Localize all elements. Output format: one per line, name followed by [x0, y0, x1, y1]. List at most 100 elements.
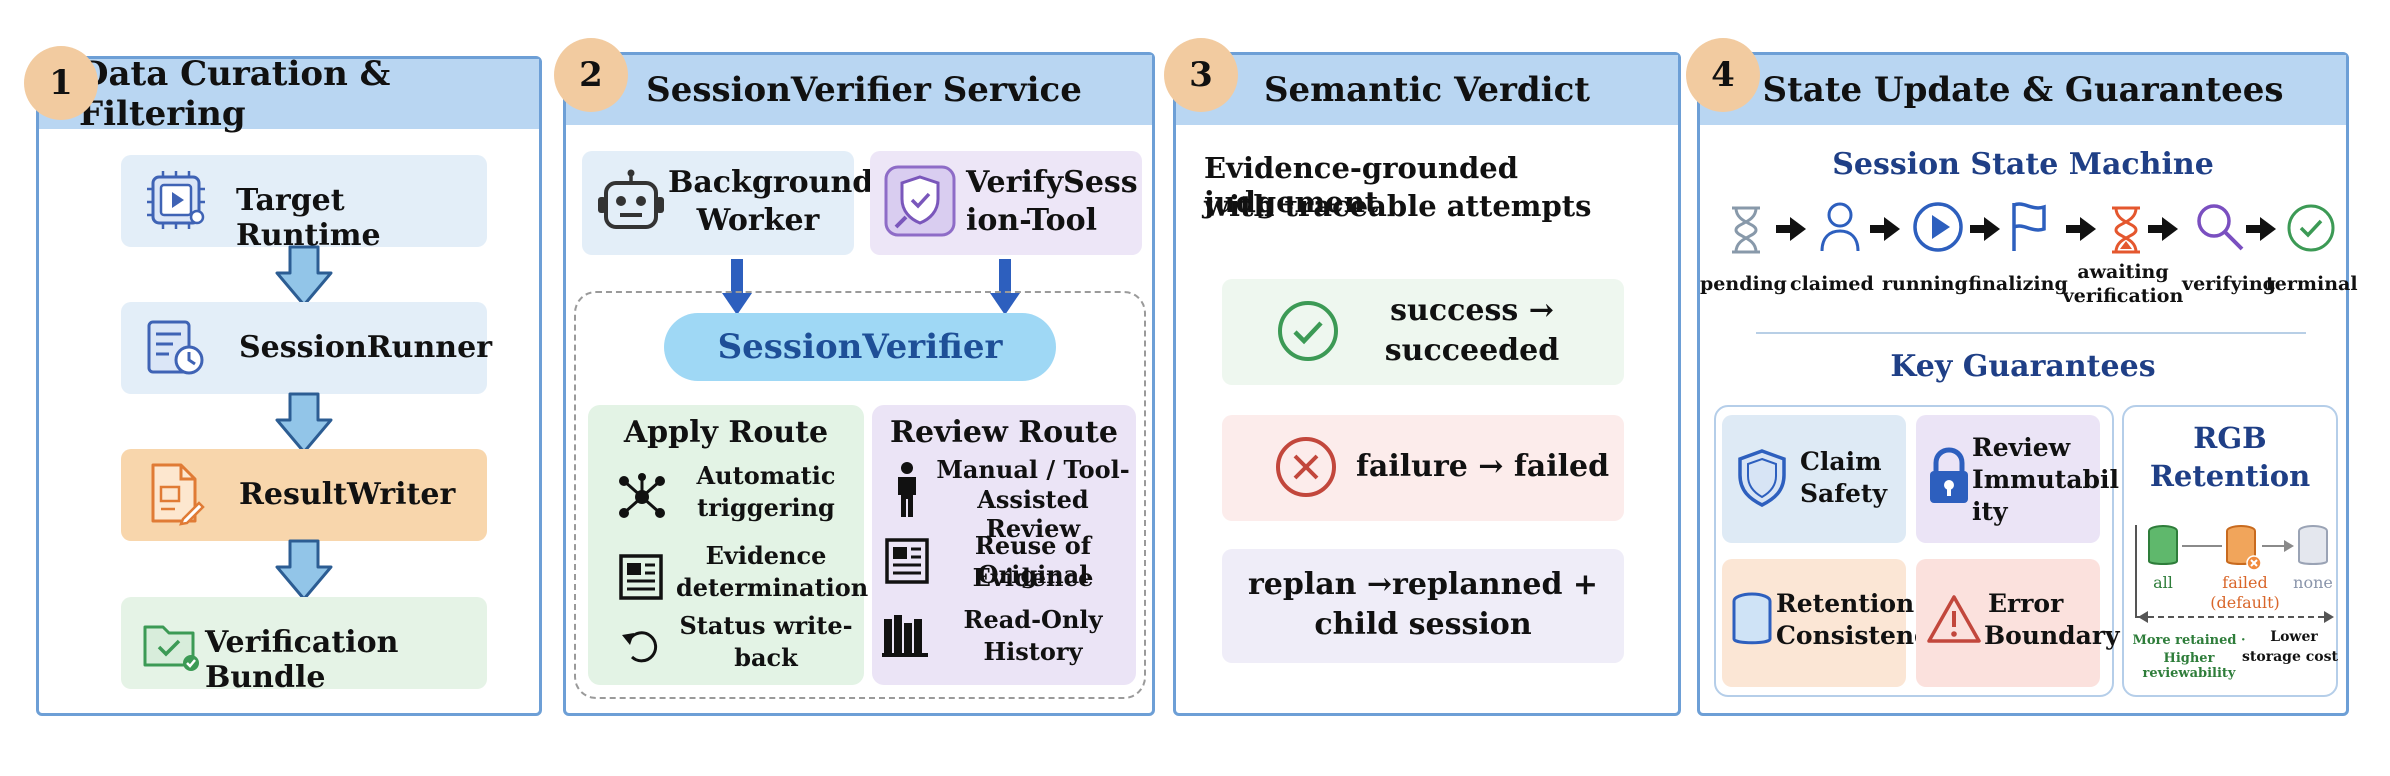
panel-2-header: SessionVerifier Service: [566, 55, 1152, 125]
review-item-line-2: Assisted Review: [977, 485, 1089, 543]
divider: [1756, 332, 2306, 334]
apply-item-line-1: Status write-: [679, 611, 853, 640]
arrow-right-icon: [1870, 217, 1900, 241]
guarantee-line-2: Consistency: [1776, 621, 1944, 650]
arrow-right-icon: [2066, 217, 2096, 241]
apply-item-line-2: determination: [676, 573, 869, 602]
panel-2-title: SessionVerifier Service: [646, 70, 1082, 110]
panel-3-header: Semantic Verdict: [1176, 55, 1678, 125]
rgb-left-caption-1: More retained ·: [2132, 633, 2246, 648]
verdict-failure-box: failure → failed: [1222, 415, 1624, 521]
guarantee-line-1: Review: [1972, 433, 2071, 462]
guarantee-line-2: Immutabil: [1972, 465, 2119, 494]
flag-icon: [2008, 201, 2048, 253]
apply-item-line-2: back: [734, 643, 798, 672]
step-label: SessionRunner: [239, 330, 493, 365]
review-item-line-1: Reuse of Original: [974, 531, 1092, 589]
apply-item-line-2: triggering: [697, 493, 835, 522]
verify-session-tool-box: VerifySess ion-Tool: [870, 151, 1142, 255]
undo-arrow-icon: [618, 625, 664, 665]
verdict-success-box: success → succeeded: [1222, 279, 1624, 385]
guarantee-review-immutability: Review Immutabil ity: [1916, 415, 2119, 543]
connector-line: [2182, 545, 2222, 547]
review-item-line-1: Read-Only: [963, 605, 1103, 634]
arrow-right-icon: [2148, 217, 2178, 241]
x-circle-icon: [1274, 435, 1338, 499]
warning-triangle-icon: [1926, 593, 1982, 645]
review-item-line-2: Evidence: [972, 563, 1094, 592]
panel-data-curation: Data Curation & Filtering Target Runtime: [36, 54, 542, 716]
rgb-right-caption-1: Lower: [2270, 629, 2318, 645]
check-circle-icon: [2286, 203, 2336, 253]
verdict-success-line-1: success →: [1390, 293, 1554, 328]
arrow-right-icon: [1776, 217, 1806, 241]
step-target-runtime: Target Runtime: [121, 155, 487, 253]
lock-icon: [1926, 447, 1972, 505]
verify-session-tool-line-1: VerifySess: [966, 165, 1138, 200]
background-worker-line-1: Background: [668, 165, 874, 200]
apply-route-box: Apply Route Automatic triggering Evidenc…: [588, 405, 869, 685]
guarantee-claim-safety: Claim Safety: [1722, 415, 1906, 543]
apply-route-title: Apply Route: [623, 415, 829, 450]
verdict-intro-line-1: Evidence-grounded judgement: [1204, 151, 1519, 219]
step-result-writer: ResultWriter: [121, 449, 487, 541]
folder-check-icon: [141, 615, 201, 673]
arrow-down-icon: [275, 539, 333, 601]
rgb-title-line-1: RGB: [2193, 421, 2267, 455]
check-circle-icon: [1276, 299, 1340, 363]
guarantee-line-2: Safety: [1800, 479, 1887, 508]
network-hub-icon: [616, 473, 668, 521]
robot-icon: [596, 169, 666, 237]
magnifier-icon: [2194, 201, 2246, 253]
panel-1-title: Data Curation & Filtering: [79, 54, 391, 134]
guarantees-container: [1714, 405, 2114, 697]
database-gray-icon: [2296, 523, 2330, 569]
rgb-failed-label-1: failed: [2222, 573, 2268, 592]
arrow-down-icon: [990, 259, 1020, 317]
panel-1-header: Data Curation & Filtering: [39, 54, 539, 134]
state-label: claimed: [1790, 273, 1874, 295]
state-label: awaiting: [2077, 261, 2169, 283]
document-edit-icon: [143, 461, 207, 529]
guarantee-line-1: Retention: [1776, 589, 1915, 618]
state-machine-row: [1708, 201, 2344, 261]
verdict-failure-label: failure → failed: [1356, 449, 1610, 484]
play-circle-icon: [1912, 201, 1964, 253]
panel-2-number-badge: 2: [554, 38, 628, 112]
newspaper-icon: [884, 537, 930, 585]
review-route-box: Review Route Manual / Tool- Assisted Rev…: [872, 405, 1136, 685]
arrow-down-icon: [275, 245, 333, 307]
state-label: pending: [1700, 273, 1787, 295]
newspaper-icon: [618, 553, 664, 601]
shield-check-icon: [882, 163, 958, 239]
verdict-intro-line-2: with traceable attempts: [1204, 189, 1592, 223]
panel-1-number-badge: 1: [24, 46, 98, 120]
hourglass-icon: [1730, 205, 1762, 255]
panel-4-title: State Update & Guarantees: [1762, 70, 2284, 110]
review-item-line-1: Manual / Tool-: [936, 455, 1130, 484]
state-label: finalizing: [1968, 273, 2068, 295]
guarantee-line-1: Claim: [1800, 447, 1882, 476]
step-label: Target Runtime: [236, 183, 381, 253]
arrow-down-icon: [275, 392, 333, 454]
rgb-retention-box: RGB Retention all failed (default) none …: [2122, 405, 2338, 697]
verdict-replan-box: replan →replanned + child session: [1222, 549, 1624, 663]
review-item-line-2: History: [983, 637, 1083, 666]
rgb-none-label: none: [2293, 573, 2333, 592]
panel-3-number-badge: 3: [1164, 38, 1238, 112]
connector-arrow-icon: [2262, 539, 2294, 553]
rgb-title-line-2: Retention: [2149, 459, 2311, 493]
step-session-runner: SessionRunner: [121, 302, 492, 394]
document-clock-icon: [143, 316, 207, 380]
verdict-success-line-2: succeeded: [1384, 333, 1560, 368]
background-worker-line-2: Worker: [696, 203, 820, 238]
verify-session-tool-line-2: ion-Tool: [966, 203, 1098, 238]
arrow-right-icon: [2246, 217, 2276, 241]
step-label: Verification Bundle: [205, 625, 399, 695]
guarantee-line-2: Boundary: [1984, 621, 2120, 650]
hourglass-icon: [2110, 205, 2142, 255]
background-worker-box: Background Worker: [582, 151, 874, 255]
person-icon: [892, 461, 922, 519]
rgb-right-caption-2: storage cost: [2242, 649, 2338, 665]
database-icon: [1730, 591, 1774, 651]
